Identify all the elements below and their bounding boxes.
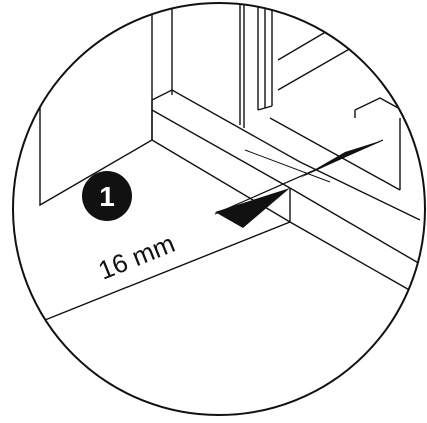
right-panel-edge [269,117,401,191]
callout-badge-circle [82,171,132,221]
rail-front-upper [151,109,291,189]
right-bracket [354,97,421,121]
callout-number: 1 [99,181,115,212]
rail-front-lower [151,139,291,223]
rail-top-edge [151,89,421,221]
magnifier-outline [12,2,426,416]
board-top-right [289,187,425,269]
callout-badge: 1 [82,171,132,221]
left-wall-panel [39,3,153,207]
right-back-edge [277,3,381,61]
reference-line [244,149,331,183]
slot-divider [257,105,273,111]
right-back-edge [277,19,401,91]
dimension-line [214,139,384,215]
detail-clipped-content [39,3,425,323]
dimension-arrow-left [215,188,290,228]
dimension-label: 16 mm [94,228,179,286]
board-bottom-right [289,221,425,301]
floor-front-edge [39,221,291,323]
